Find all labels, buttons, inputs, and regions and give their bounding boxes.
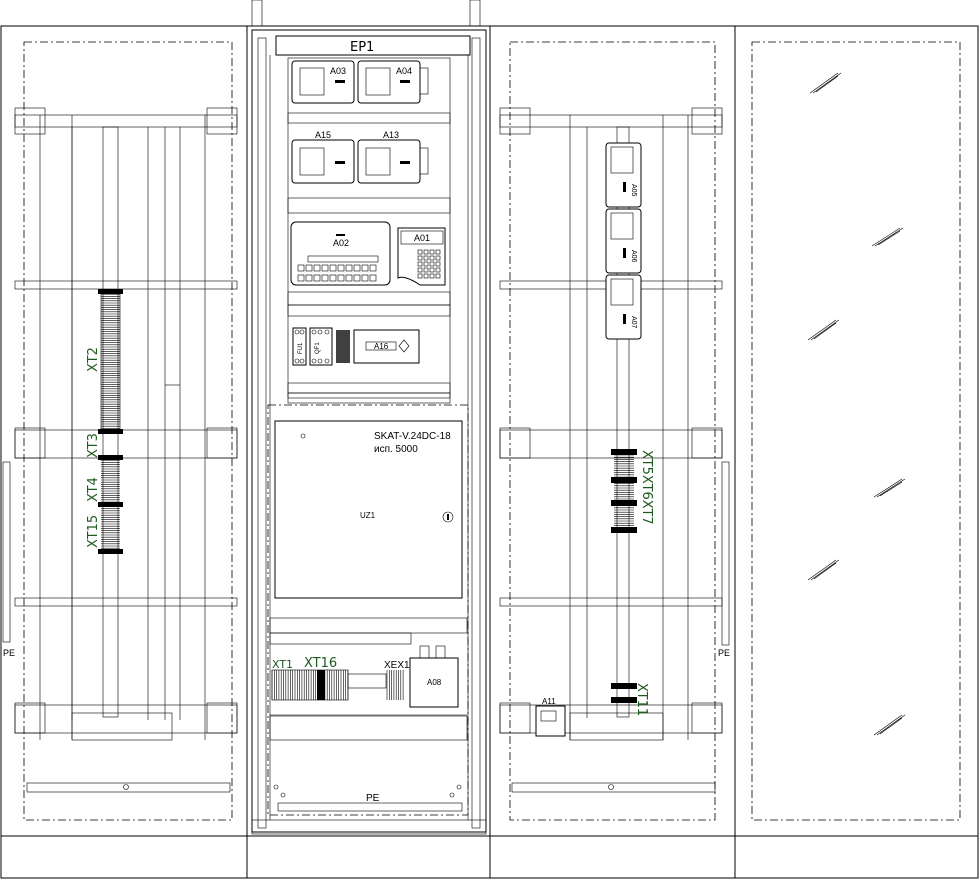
right-ground-label: PE	[718, 648, 730, 658]
right-terminal-block	[611, 449, 637, 703]
module-label-a11: A11	[542, 697, 556, 706]
module-a06	[605, 208, 642, 274]
module-a15	[291, 139, 355, 184]
controller-a02	[290, 221, 391, 286]
module-label-a16: A16	[374, 342, 389, 351]
right-door-handle[interactable]	[721, 461, 730, 646]
ground-bar	[277, 802, 463, 812]
glass-door	[751, 41, 961, 821]
terminal-block-xt1-xt16	[271, 669, 404, 701]
left-door-rails	[14, 114, 238, 741]
module-a07	[605, 274, 642, 340]
module-label-a06: A06	[630, 250, 637, 263]
terminal-label-xt5-xt6-xt7: XT5XT6XT7	[639, 450, 654, 525]
module-a05	[605, 142, 642, 208]
terminal-label-xt3: XT3	[86, 433, 101, 458]
keypad-a01	[397, 227, 446, 286]
module-label-a04: A04	[396, 66, 412, 76]
terminal-label-xt2: XT2	[86, 347, 101, 372]
module-a03	[291, 60, 355, 104]
breaker-label: QF1	[315, 342, 321, 354]
power-supply-uz1	[274, 420, 463, 599]
power-supply-model: SKAT-V.24DC-18	[374, 431, 451, 442]
lifting-eye-icon	[251, 0, 481, 27]
module-a13	[357, 139, 429, 184]
right-door: A05 A06 A07 XT5XT6XT7 XT11 A11 PE	[499, 41, 730, 821]
module-label-a03: A03	[330, 66, 346, 76]
terminal-label-xt1: XT1	[272, 658, 293, 671]
right-bracket-icons	[499, 107, 723, 734]
module-a11	[535, 705, 566, 737]
mounting-plate-bar	[275, 35, 471, 56]
outer-frame	[0, 25, 979, 879]
left-terminal-block	[98, 289, 123, 554]
mounting-plate-label: EP1	[350, 40, 374, 55]
module-label-a05: A05	[630, 184, 637, 197]
glass-reflection-icon	[807, 72, 906, 736]
junction-box-label: A08	[427, 678, 442, 687]
terminal-label-xt15: XT15	[86, 515, 101, 548]
terminal-label-xt4: XT4	[86, 477, 101, 502]
left-door: XT2 XT3 XT4 XT15 PE	[2, 41, 238, 821]
breaker-qf1	[309, 327, 333, 366]
module-label-a07: A07	[630, 316, 637, 329]
center-cabinet: EP1 A03 A04 A15 A13	[251, 0, 487, 835]
terminal-label-xex1: XEX1	[384, 660, 410, 671]
fuse-fu1	[292, 327, 307, 366]
module-a16	[353, 329, 420, 364]
controller-label: A02	[333, 238, 349, 248]
center-ground-label: PE	[366, 793, 380, 804]
module-label-a15: A15	[315, 130, 331, 140]
module-label-a13: A13	[383, 130, 399, 140]
junction-box-a08	[409, 645, 459, 708]
terminal-label-xt16: XT16	[304, 656, 337, 671]
left-ground-label: PE	[3, 648, 15, 658]
fuse-label: FU1	[298, 342, 304, 354]
terminal-label-xt11: XT11	[634, 683, 649, 716]
left-bracket-icons	[14, 107, 238, 734]
lock-icon	[442, 511, 454, 523]
power-supply-variant: исп. 5000	[374, 444, 418, 455]
module-a04	[357, 60, 429, 104]
keypad-label: A01	[414, 233, 430, 243]
power-supply-ref: UZ1	[360, 511, 376, 520]
left-door-handle[interactable]	[2, 461, 11, 643]
